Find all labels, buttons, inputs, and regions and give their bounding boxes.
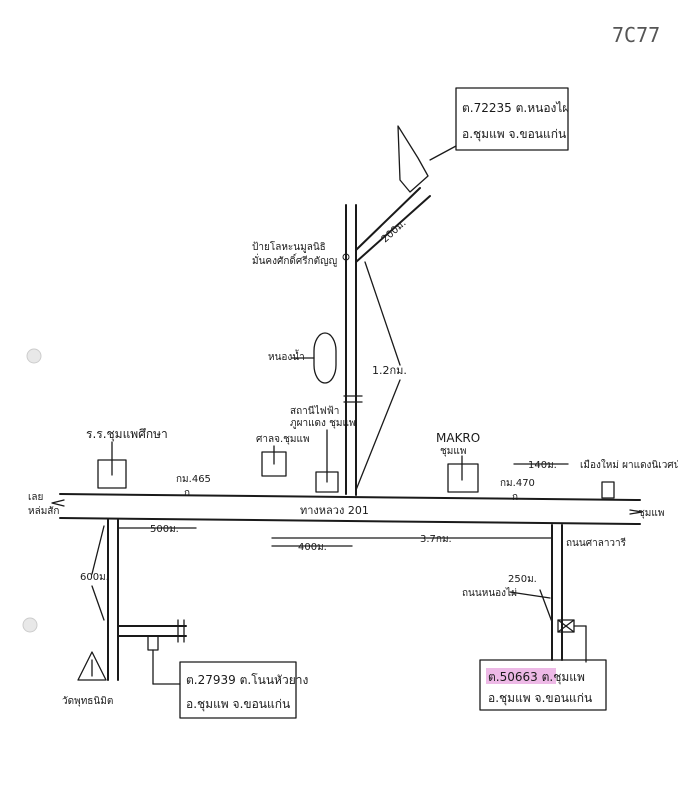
distance-250: 250ม.: [508, 574, 537, 585]
distance-line-600: [91, 525, 105, 575]
pond-shape: [313, 332, 337, 384]
south-left-road: [107, 518, 187, 681]
road-nong-phai-label: ถนนหนองไผ่: [462, 587, 517, 599]
highway-label: ทางหลวง 201: [300, 504, 369, 517]
parcel-bottom-right-line1: ต.50663 ต.ชุมแพ: [488, 670, 585, 685]
distance-500: 500ม.: [150, 524, 179, 535]
north-road: [343, 204, 363, 496]
parcel-top-line1: ต.72235 ต.หนองไผ่: [462, 101, 569, 115]
parcel-bottom-left-line2: อ.ชุมแพ จ.ขอนแก่น: [186, 697, 290, 712]
landmark-label-2: มั่นคงศักดิ์ศรีกตัญญู: [252, 253, 337, 267]
dest-left-top: เลย: [28, 492, 43, 503]
pond-label: หนองน้ำ: [268, 349, 305, 363]
new-town-box: [601, 481, 615, 499]
court-label: ศาลจ.ชุมแพ: [256, 434, 310, 445]
dest-right: ชุมแพ: [638, 508, 664, 519]
highway-201: [59, 493, 641, 525]
km-470-marker: ก: [512, 492, 518, 503]
punch-hole: [26, 348, 42, 364]
distance-line-600b: [91, 585, 105, 621]
distance-line-1-2b: [355, 379, 401, 491]
distance-1-2: 1.2กม.: [372, 364, 407, 377]
corner-note: 7C77: [612, 23, 660, 47]
distance-400: 400ม.: [298, 542, 327, 553]
distance-140: 140ม.: [528, 460, 557, 471]
parcel-left-marker: [147, 635, 159, 651]
parcel-bottom-left-line1: ต.27939 ต.โนนหัวยาง: [186, 673, 308, 687]
makro-box: [447, 463, 479, 493]
distance-3-7: 3.7กม.: [420, 534, 452, 545]
distance-600: 600ม.: [80, 572, 109, 583]
landmark-label: ป้ายโลหะนมูลนิธิ: [252, 240, 326, 253]
road-nong-phai-pointer: [509, 591, 551, 599]
parcel-bottom-right-line2: อ.ชุมแพ จ.ขอนแก่น: [488, 691, 592, 706]
south-right-road: [551, 524, 563, 661]
makro-label-2: ชุมแพ: [440, 446, 466, 457]
arrow-right-icon: [629, 509, 643, 515]
power-station-label-2: ภูผาแดง ชุมแพ: [290, 418, 355, 429]
parcel-bottom-right-box: [479, 659, 607, 711]
power-station-label: สถานีไฟฟ้า: [290, 405, 339, 417]
km-465: กม.465: [176, 474, 211, 485]
school-label: ร.ร.ชุมแพศึกษา: [86, 427, 168, 442]
temple-label: วัดพุทธนิมิต: [62, 696, 113, 707]
landmark-dot: [342, 253, 350, 261]
makro-label: MAKRO: [436, 431, 480, 445]
parcel-top-line2: อ.ชุมแพ จ.ขอนแก่น: [462, 127, 566, 142]
distance-line-1-2: [364, 261, 401, 366]
parcel-highlight: [486, 668, 556, 684]
km-470: กม.470: [500, 478, 535, 489]
parcel-top-box: [455, 87, 569, 151]
punch-hole: [22, 617, 38, 633]
parcel-right-cross-2: [557, 619, 575, 633]
new-town-label: เมืองใหม่ ผาแดงนิเวศน์: [580, 459, 678, 471]
dest-left-bottom: หล่มสัก: [28, 506, 59, 517]
arrow-left-icon: [51, 499, 65, 507]
road-salawan-label: ถนนศาลาวารี: [566, 537, 627, 549]
parcel-bottom-left-box: [179, 661, 297, 719]
diagonal-road: [355, 125, 457, 263]
distance-line-250: [539, 589, 553, 623]
km-465-marker: ก: [184, 488, 190, 499]
temple-icon: [77, 651, 107, 681]
